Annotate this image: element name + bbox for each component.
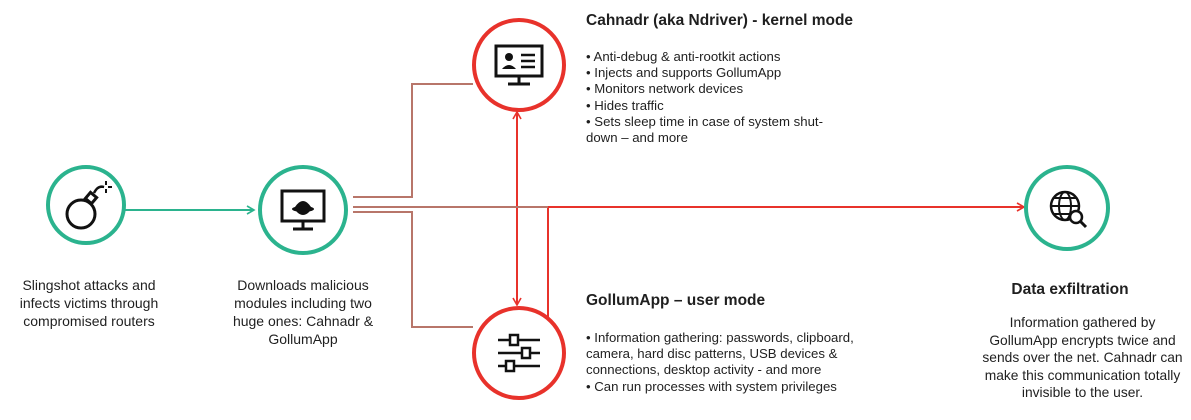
cahnadr-bullet: • Injects and supports GollumApp [586,65,782,81]
cahnadr-node [472,18,566,112]
globe-search-icon [1049,190,1088,229]
cahnadr-bullet: • Hides traffic [586,97,664,113]
cahnadr-bullet: • Anti-debug & anti-rootkit actions [586,49,781,64]
download-node [258,165,348,255]
cahnadr-bullet: • Monitors network devices [586,81,744,97]
exfiltration-title: Data exfiltration [1011,281,1129,298]
download-description: Downloads malicious modules including tw… [232,277,374,347]
monitor-id-card-icon [494,44,544,86]
gollumapp-title: GollumApp – user mode [586,292,766,309]
connector-download-to-gollumapp [353,211,473,328]
monitor-spy-icon [280,189,326,231]
gollumapp-bullets: • Information gathering: passwords, clip… [586,330,882,395]
connector-download-to-cahnadr [353,83,473,198]
exfiltration-description: Information gathered by GollumApp encryp… [982,315,1183,400]
gollumapp-bullet: • Information gathering: passwords, clip… [586,330,854,378]
cahnadr-title: Cahnadr (aka Ndriver) - kernel mode [586,12,854,29]
slingshot-node [46,165,126,245]
slingshot-description: Slingshot attacks and infects victims th… [19,277,159,329]
bomb-icon [65,181,112,230]
cahnadr-bullets: • Anti-debug & anti-rootkit actions • In… [586,49,848,146]
gollumapp-bullet: • Can run processes with system privileg… [586,378,837,394]
cahnadr-bullet: • Sets sleep time in case of system shut… [586,113,823,146]
sliders-icon [498,333,540,373]
gollumapp-node [472,306,566,400]
exfiltration-node [1024,165,1110,251]
